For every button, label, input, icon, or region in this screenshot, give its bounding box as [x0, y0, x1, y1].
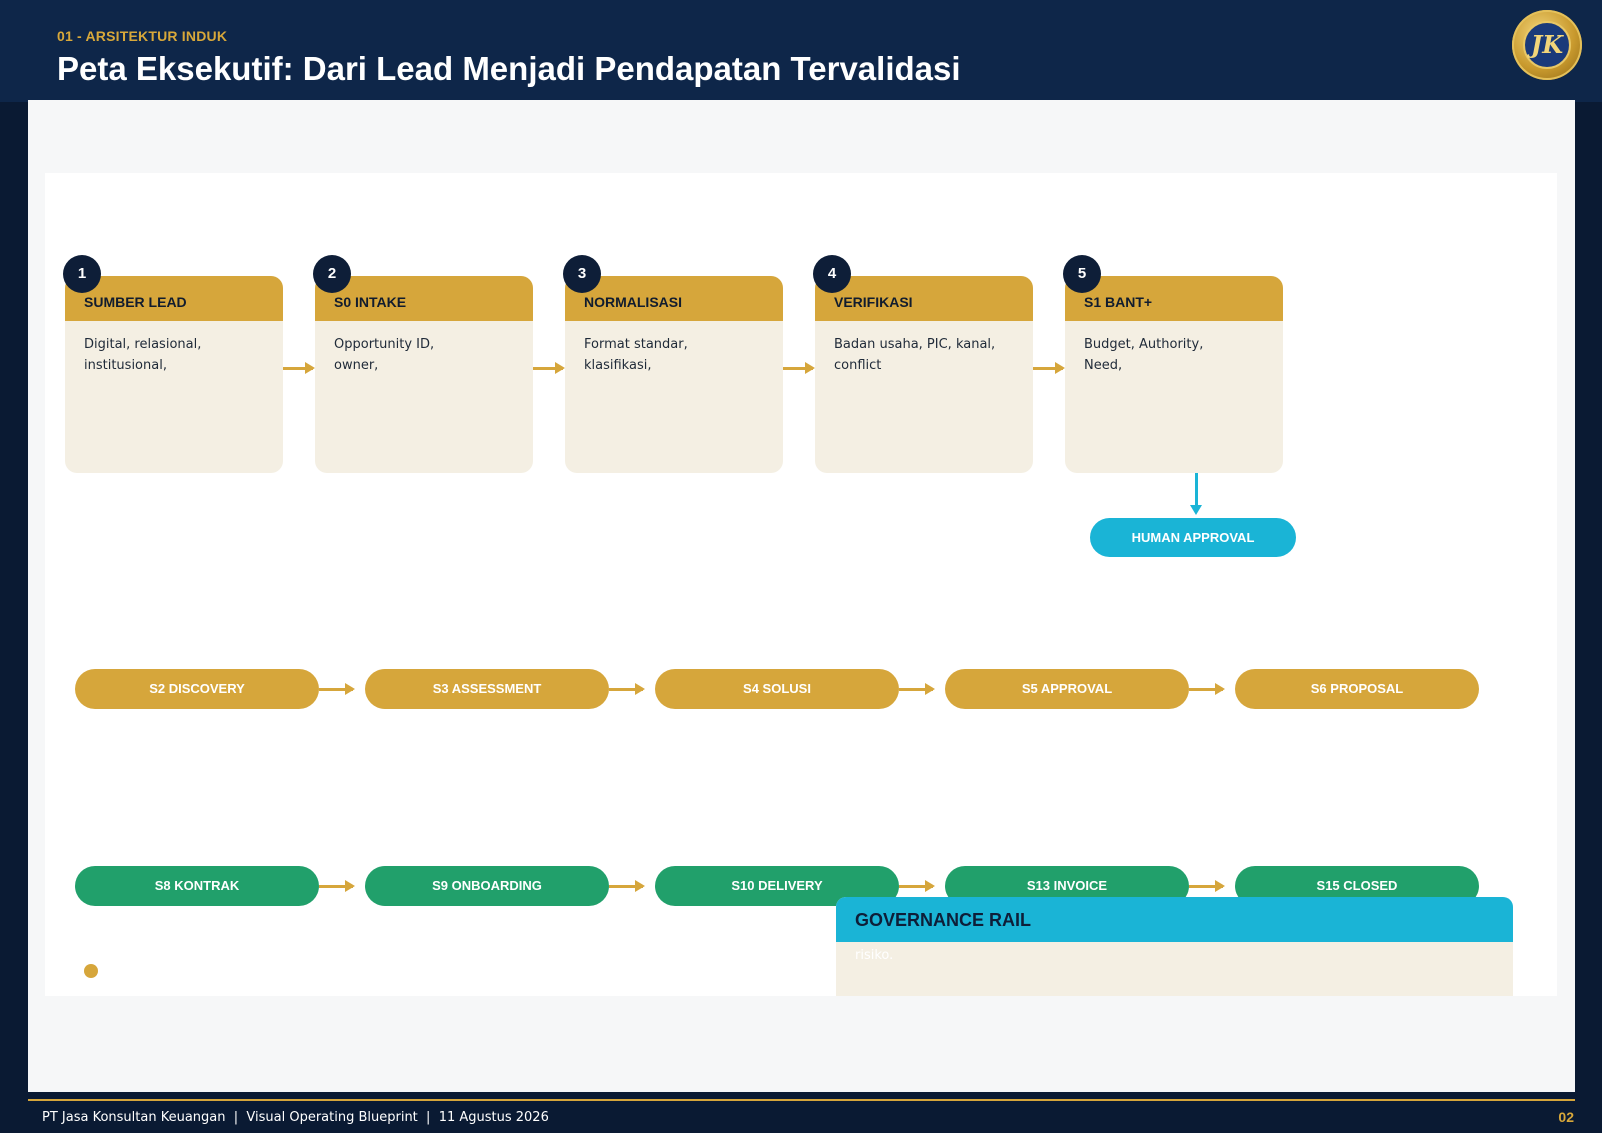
company-seal-icon: JK [1512, 10, 1582, 80]
stage-pill-s9-onboarding: S9 ONBOARDING [365, 866, 609, 906]
stage-pill-s10-delivery: S10 DELIVERY [655, 866, 899, 906]
governance-title: GOVERNANCE RAIL [836, 897, 1513, 942]
stage-description: Opportunity ID, owner, [334, 337, 435, 373]
governance-body: risiko. [855, 948, 894, 963]
footer-text: PT Jasa Konsultan Keuangan | Visual Oper… [42, 1110, 549, 1125]
flow-arrow [609, 683, 645, 695]
step-number-badge: 3 [563, 255, 601, 293]
stage-title: VERIFIKASI [815, 276, 1033, 321]
slide-header: 01 - ARSITEKTUR INDUK Peta Eksekutif: Da… [0, 0, 1602, 102]
stage-card-verifikasi: VERIFIKASI Badan usaha, PIC, kanal, conf… [815, 276, 1033, 473]
stage-title: SUMBER LEAD [65, 276, 283, 321]
step-number-badge: 2 [313, 255, 351, 293]
stage-description: Format standar, klasifikasi, [584, 337, 688, 373]
step-number-badge: 4 [813, 255, 851, 293]
stage-title: S0 INTAKE [315, 276, 533, 321]
flow-arrow [1189, 880, 1225, 892]
diagram-canvas: SUMBER LEAD Digital, relasional, institu… [45, 173, 1557, 996]
step-number-badge: 1 [63, 255, 101, 293]
stage-description: Digital, relasional, institusional, [84, 337, 202, 373]
flow-arrow [533, 362, 565, 374]
page-number: 02 [1558, 1109, 1574, 1125]
stage-card-normalisasi: NORMALISASI Format standar, klasifikasi, [565, 276, 783, 473]
flow-arrow [283, 362, 315, 374]
stage-card-s1-bant: S1 BANT+ Budget, Authority, Need, [1065, 276, 1283, 473]
approval-arrow [1190, 473, 1202, 515]
stage-description: Badan usaha, PIC, kanal, conflict [834, 337, 996, 373]
stage-card-s0-intake: S0 INTAKE Opportunity ID, owner, [315, 276, 533, 473]
flow-arrow [899, 880, 935, 892]
stage-card-sumber-lead: SUMBER LEAD Digital, relasional, institu… [65, 276, 283, 473]
legend-dot-icon [84, 964, 98, 978]
stage-pill-s8-kontrak: S8 KONTRAK [75, 866, 319, 906]
stage-pill-s4-solusi: S4 SOLUSI [655, 669, 899, 709]
stage-description: Budget, Authority, Need, [1084, 337, 1204, 373]
step-number-badge: 5 [1063, 255, 1101, 293]
stage-title: S1 BANT+ [1065, 276, 1283, 321]
stage-pill-s3-assessment: S3 ASSESSMENT [365, 669, 609, 709]
flow-arrow [899, 683, 935, 695]
logo-mark: JK [1523, 21, 1571, 69]
footer-divider [28, 1099, 1575, 1101]
stage-title: NORMALISASI [565, 276, 783, 321]
page-title: Peta Eksekutif: Dari Lead Menjadi Pendap… [57, 50, 961, 87]
flow-arrow [319, 880, 355, 892]
stage-pill-s2-discovery: S2 DISCOVERY [75, 669, 319, 709]
stage-pill-s6-proposal: S6 PROPOSAL [1235, 669, 1479, 709]
flow-arrow [319, 683, 355, 695]
flow-arrow [1189, 683, 1225, 695]
flow-arrow [609, 880, 645, 892]
section-kicker: 01 - ARSITEKTUR INDUK [57, 28, 228, 44]
human-approval-pill: HUMAN APPROVAL [1090, 518, 1296, 557]
flow-arrow [783, 362, 815, 374]
governance-rail-panel: GOVERNANCE RAIL risiko. [836, 897, 1513, 996]
stage-pill-s5-approval: S5 APPROVAL [945, 669, 1189, 709]
flow-arrow [1033, 362, 1065, 374]
